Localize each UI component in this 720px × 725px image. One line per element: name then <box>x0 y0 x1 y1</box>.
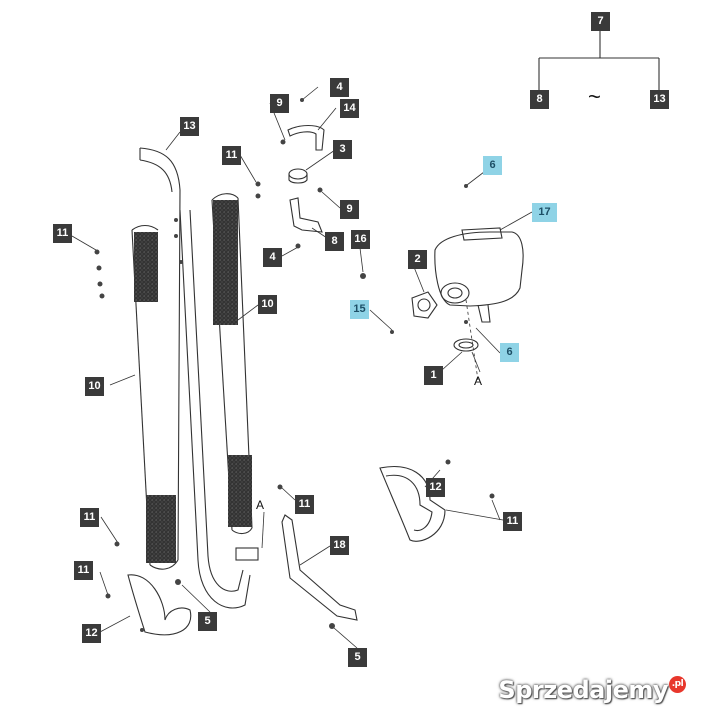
muffler <box>434 227 524 323</box>
callout-11: 11 <box>80 508 99 527</box>
callout-14: 14 <box>340 99 359 118</box>
callout-6: 6 <box>500 343 519 362</box>
callout-13: 13 <box>180 117 199 136</box>
callout-2: 2 <box>408 250 427 269</box>
callout-15: 15 <box>350 300 369 319</box>
section-mark-a: A <box>474 374 483 388</box>
callout-6: 6 <box>483 156 502 175</box>
fasteners <box>94 98 495 632</box>
callout-11: 11 <box>295 495 314 514</box>
rubber-mount <box>288 168 308 184</box>
callout-17: 17 <box>532 203 557 222</box>
left-exhaust-pipe <box>131 147 181 570</box>
leader-lines <box>71 86 533 649</box>
callout-10: 10 <box>85 377 104 396</box>
clamp-1 <box>453 338 479 352</box>
callout-11: 11 <box>503 512 522 531</box>
callout-4: 4 <box>263 248 282 267</box>
callout-11: 11 <box>53 224 72 243</box>
callout-5: 5 <box>198 612 217 631</box>
side-bracket <box>289 197 323 233</box>
range-tilde: ~ <box>588 84 601 109</box>
callout-5: 5 <box>348 648 367 667</box>
callout-12: 12 <box>82 624 101 643</box>
callout-7: 7 <box>591 12 610 31</box>
callout-3: 3 <box>333 140 352 159</box>
callout-11: 11 <box>222 146 241 165</box>
callout-16: 16 <box>351 230 370 249</box>
section-mark-a: A <box>256 498 265 512</box>
lower-bent-pipe <box>179 209 259 609</box>
mounting-bracket <box>281 514 358 621</box>
gasket-2 <box>411 291 438 319</box>
callout-12: 12 <box>426 478 445 497</box>
callout-11: 11 <box>74 561 93 580</box>
callout-8: 8 <box>530 90 549 109</box>
callout-8: 8 <box>325 232 344 251</box>
range-bracket <box>538 30 660 90</box>
callout-10: 10 <box>258 295 277 314</box>
callout-4: 4 <box>330 78 349 97</box>
watermark: Sprzedajemy.pl <box>498 676 686 704</box>
watermark-badge: .pl <box>669 676 686 693</box>
callout-13: 13 <box>650 90 669 109</box>
right-exhaust-pipe <box>211 193 253 535</box>
callout-1: 1 <box>424 366 443 385</box>
heat-shield-right <box>379 466 446 542</box>
callout-9: 9 <box>270 94 289 113</box>
top-bracket <box>287 124 325 151</box>
callout-9: 9 <box>340 200 359 219</box>
callout-18: 18 <box>330 536 349 555</box>
heat-shield-left <box>127 574 192 636</box>
